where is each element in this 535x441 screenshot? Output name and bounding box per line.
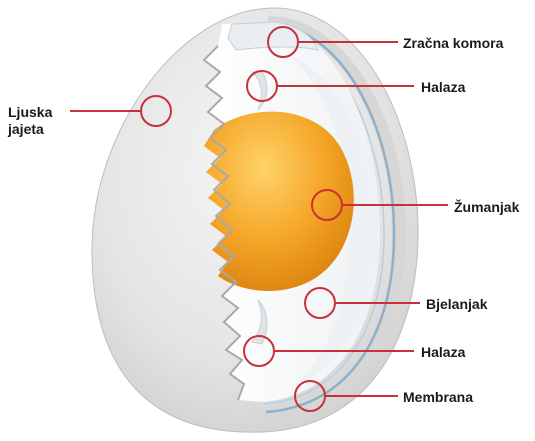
label-membrane: Membrana (403, 389, 473, 406)
label-eggshell: Ljuska jajeta (8, 104, 52, 138)
label-air-cell: Zračna komora (403, 35, 503, 52)
label-eggshell-line2: jajeta (8, 121, 52, 138)
label-albumen: Bjelanjak (426, 296, 487, 313)
label-yolk: Žumanjak (454, 199, 519, 216)
label-eggshell-line1: Ljuska (8, 104, 52, 121)
label-chalaza-top: Halaza (421, 79, 465, 96)
label-chalaza-bottom: Halaza (421, 344, 465, 361)
